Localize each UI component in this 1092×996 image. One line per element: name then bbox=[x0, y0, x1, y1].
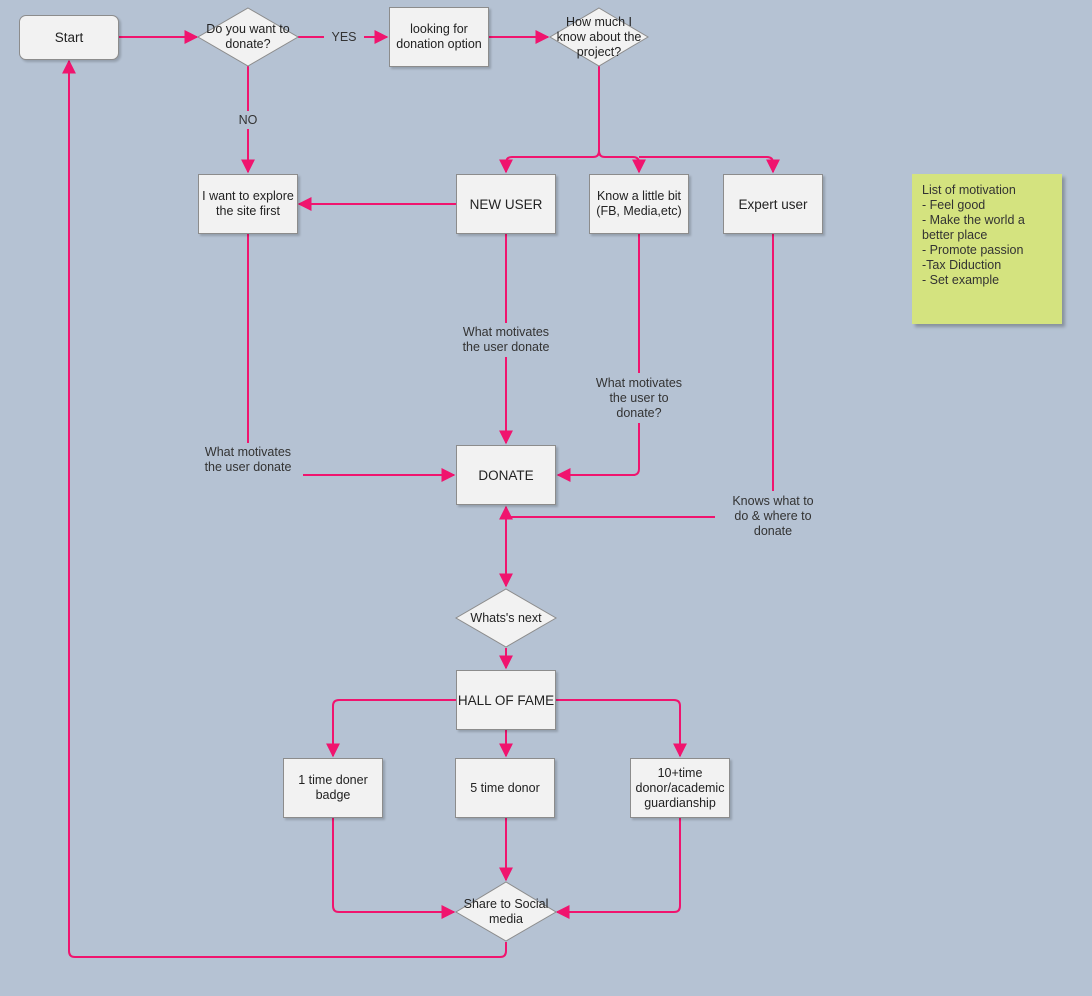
decision-donate-label[interactable]: Do you want to donate? bbox=[206, 22, 290, 51]
edge-label-motivates-little: What motivates the user to donate? bbox=[585, 373, 693, 423]
edge-label-motivates-explore: What motivates the user donate bbox=[193, 443, 303, 477]
edge-label-motivates-new: What motivates the user donate bbox=[452, 323, 560, 357]
edge-label-yes: YES bbox=[324, 28, 364, 46]
note-item-feel-good: - Feel good bbox=[922, 198, 986, 212]
note-item-better-place: - Make the world a better place bbox=[922, 213, 1025, 242]
edge-share-to-start bbox=[62, 59, 507, 958]
edge-one-time-to-share bbox=[332, 818, 456, 919]
new-user-node[interactable]: NEW USER bbox=[456, 174, 556, 234]
start-node[interactable]: Start bbox=[19, 15, 119, 60]
edge-label-expert-knows: Knows what to do & where to donate bbox=[715, 491, 831, 541]
decision-share-label[interactable]: Share to Social media bbox=[463, 896, 549, 926]
edge-branch-to-expert bbox=[639, 156, 780, 174]
decision-whats-next-shape bbox=[455, 588, 557, 648]
know-little-node[interactable]: Know a little bit (FB, Media,etc) bbox=[589, 174, 689, 234]
donate-node[interactable]: DONATE bbox=[456, 445, 556, 505]
explore-site-node[interactable]: I want to explore the site first bbox=[198, 174, 298, 234]
ten-time-donor-node[interactable]: 10+time donor/academic guardianship bbox=[630, 758, 730, 818]
edge-label-no: NO bbox=[230, 111, 266, 129]
five-time-donor-node[interactable]: 5 time donor bbox=[455, 758, 555, 818]
motivation-note: List of motivation - Feel good - Make th… bbox=[912, 174, 1062, 324]
decision-share-shape bbox=[455, 881, 557, 942]
looking-option-node[interactable]: looking for donation option bbox=[389, 7, 489, 67]
note-title: List of motivation bbox=[922, 183, 1016, 197]
expert-user-node[interactable]: Expert user bbox=[723, 174, 823, 234]
one-time-badge-node[interactable]: 1 time doner badge bbox=[283, 758, 383, 818]
note-item-tax: -Tax Diduction bbox=[922, 258, 1002, 272]
edge-hall-to-ten-time bbox=[556, 699, 687, 758]
edge-know-little-to-donate bbox=[556, 234, 640, 482]
edge-q-know-branch bbox=[499, 66, 600, 174]
edge-expert-to-donate bbox=[499, 234, 774, 520]
note-item-set-example: - Set example bbox=[922, 273, 1000, 287]
decision-whats-next-label[interactable]: Whats's next bbox=[470, 610, 542, 625]
edge-explore-to-donate bbox=[247, 234, 456, 482]
note-item-promote-passion: - Promote passion bbox=[922, 243, 1024, 257]
decision-know-shape bbox=[549, 7, 649, 67]
edge-hall-to-one-time bbox=[326, 699, 456, 758]
decision-donate-shape bbox=[197, 7, 299, 67]
hall-of-fame-node[interactable]: HALL OF FAME bbox=[456, 670, 556, 730]
edge-branch-to-know-little bbox=[598, 150, 646, 174]
decision-know-label[interactable]: How much I know about the project? bbox=[556, 14, 642, 59]
edge-ten-time-to-share bbox=[555, 818, 681, 919]
